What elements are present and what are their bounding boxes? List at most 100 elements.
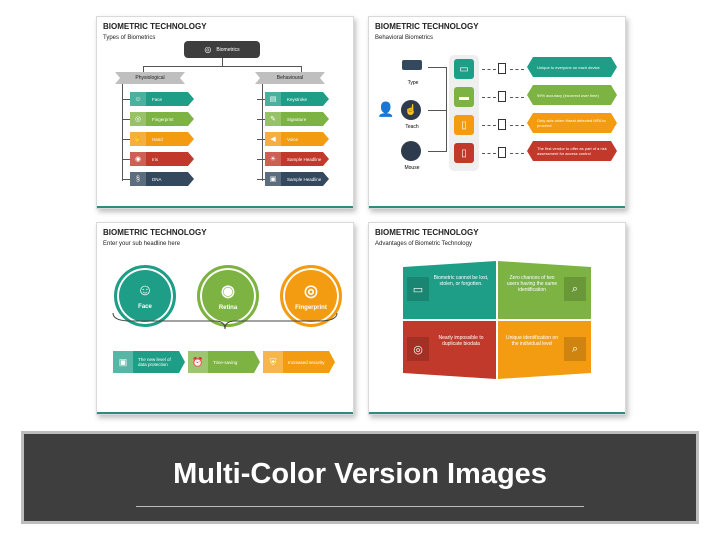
fingerprint-scan-circle: ◎Fingerprint (280, 265, 342, 327)
benefit-tag: ▣ The new level of data protection (113, 351, 185, 373)
item-label: Sample Headline (287, 156, 322, 162)
fingerprint-icon: ◎ (407, 337, 429, 361)
dashed-connector (482, 153, 496, 154)
banner: Multi-Color Version Images (21, 431, 699, 524)
slide-behavioral-biometrics[interactable]: BIOMETRIC TECHNOLOGY Behavioral Biometri… (368, 16, 626, 209)
behavioural-item: ▣ Sample Headline (265, 172, 329, 186)
item-label: DNA (152, 176, 162, 182)
laptop-icon: ▬ (454, 87, 474, 107)
keyboard-icon (402, 60, 422, 70)
item-label: Iris (152, 156, 158, 162)
search-icon: ⌕ (564, 277, 586, 301)
clipboard-icon: ▣ (265, 172, 281, 186)
signature-icon: ✎ (265, 112, 281, 126)
user-doc-icon (498, 119, 506, 130)
fingerprint-icon: ◎ (204, 45, 212, 54)
item-label: Hand (152, 136, 163, 142)
physiological-item: ◎ Fingerprint (130, 112, 194, 126)
slide-types-of-biometrics[interactable]: BIOMETRIC TECHNOLOGY Types of Biometrics… (96, 16, 354, 209)
dashed-connector (510, 125, 524, 126)
statement-tag: The first vendor to offer as part of a r… (527, 141, 617, 161)
face-scan-circle: ☺ Face (114, 265, 176, 327)
face-scan-icon: ☺ (136, 282, 154, 299)
input-label-mouse: Mouse (404, 165, 420, 171)
benefit-label: Time-saving (213, 359, 238, 365)
mouse-icon (401, 141, 421, 161)
statement-tag: Unique to everyone on each device (527, 57, 617, 77)
dashed-connector (482, 97, 496, 98)
banner-divider (136, 506, 584, 507)
slide-subtitle: Advantages of Biometric Technology (375, 241, 472, 247)
touch-icon: ☝ (401, 100, 421, 120)
root-node: ◎ Biometrics (184, 41, 260, 58)
retina-scan-circle: ◉ Retina (197, 265, 259, 327)
dashed-connector (510, 153, 524, 154)
user-doc-icon (498, 91, 506, 102)
statement-text: The first vendor to offer as part of a r… (537, 146, 607, 156)
physiological-item: § DNA (130, 172, 194, 186)
dna-icon: § (130, 172, 146, 186)
advantage-text: Unique identification on the individual … (506, 335, 558, 347)
behavioural-item: ▤ Keystroke (265, 92, 329, 106)
slide-advantages[interactable]: BIOMETRIC TECHNOLOGY Advantages of Biome… (368, 222, 626, 415)
item-label: Sample Headline (287, 176, 322, 182)
advantage-quadrant: ⌕ Unique identification on the individual… (498, 321, 591, 379)
alarm-clock-icon: ⏰ (188, 351, 208, 373)
data-lock-icon: ▣ (113, 351, 133, 373)
megaphone-icon: ◀ (265, 132, 281, 146)
slide-biometric-types-circles[interactable]: BIOMETRIC TECHNOLOGY Enter your sub head… (96, 222, 354, 415)
face-icon: ☺ (130, 92, 146, 106)
retina-scan-icon: ◉ (221, 283, 235, 300)
input-label-teach: Teach (405, 124, 419, 130)
slide-title: BIOMETRIC TECHNOLOGY (375, 228, 479, 237)
slide-title: BIOMETRIC TECHNOLOGY (103, 22, 207, 31)
curly-brace (112, 312, 338, 330)
dashed-connector (510, 69, 524, 70)
behavioural-item: ✎Signature (265, 112, 329, 126)
dashed-connector (482, 69, 496, 70)
physiological-header: Physiological (115, 72, 185, 84)
physiological-item: ◉ Iris (130, 152, 194, 166)
user-icon: 👤 (377, 101, 395, 117)
statement-text: Unique to everyone on each device (537, 64, 600, 70)
slide-subtitle: Enter your sub headline here (103, 241, 181, 247)
eye-icon: ◉ (130, 152, 146, 166)
dashed-connector (482, 125, 496, 126)
behavioural-item: ☀ Sample Headline (265, 152, 329, 166)
monitor-icon: ▭ (454, 59, 474, 79)
statement-text: Only acts when threat detected MFA to pr… (537, 118, 606, 128)
shield-icon: ⛨ (263, 351, 283, 373)
monitor-lock-icon: ▭ (407, 277, 429, 301)
physiological-item: ☺ Face (130, 92, 194, 106)
user-search-icon: ⌕ (564, 337, 586, 361)
statement-text: 99% accuracy (incorrect over time) (537, 92, 599, 98)
advantage-text: Biometric cannot be lost, stolen, or for… (433, 275, 489, 287)
banner-title: Multi-Color Version Images (173, 458, 547, 490)
benefit-tag: ⛨Increased security (263, 351, 335, 373)
item-label: Voice (287, 136, 299, 142)
dashed-connector (510, 97, 524, 98)
item-label: Keystroke (287, 96, 308, 102)
circle-label: Retina (218, 305, 238, 311)
input-label-type: Type (407, 80, 419, 86)
slide-subtitle: Types of Biometrics (103, 35, 156, 41)
benefit-label: The new level of data protection (138, 357, 171, 367)
keyboard-icon: ▤ (265, 92, 281, 106)
hand-icon: ✋ (130, 132, 146, 146)
statement-tag: 99% accuracy (incorrect over time) (527, 85, 617, 105)
advantage-quadrant: ◎Nearly impossible to duplicate biodata (403, 321, 496, 379)
item-label: Fingerprint (152, 116, 174, 122)
physiological-item: ✋ Hand (130, 132, 194, 146)
bulb-icon: ☀ (265, 152, 281, 166)
advantage-text: Zero chances of two users having the sam… (506, 275, 558, 293)
circle-label: Face (138, 304, 152, 310)
slide-title: BIOMETRIC TECHNOLOGY (103, 228, 207, 237)
circle-label: Fingerprint (295, 305, 327, 311)
phone-icon: ▯ (454, 143, 474, 163)
slide-subtitle: Behavioral Biometrics (375, 35, 434, 41)
fingerprint-icon: ◎ (130, 112, 146, 126)
behavioural-item: ◀ Voice (265, 132, 329, 146)
behavioural-header: Behavioural (255, 72, 325, 84)
item-label: Face (152, 96, 163, 102)
statement-tag: Only acts when threat detected MFA to pr… (527, 113, 617, 133)
